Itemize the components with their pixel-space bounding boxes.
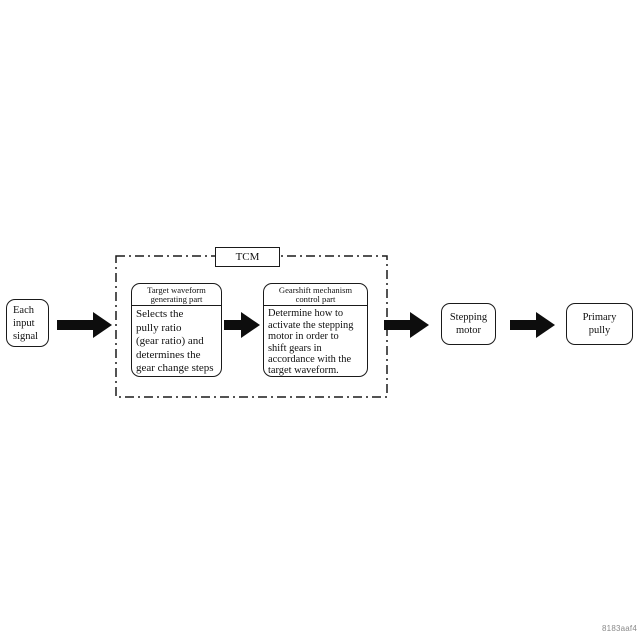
arrow-shaft [224, 320, 242, 330]
stepping-motor-line: motor [455, 325, 482, 336]
target-waveform-body-line: gear change steps [136, 361, 214, 374]
target-waveform-body: Selects the pully ratio (gear ratio) and… [132, 306, 221, 375]
gearshift-header-line1: Gearshift mechanism [278, 284, 353, 295]
flow-arrow-icon [224, 312, 260, 338]
flow-arrow-icon [510, 312, 555, 338]
stepping-motor-line: Stepping [449, 312, 488, 323]
each-input-signal-line: signal [13, 330, 39, 342]
primary-pully-box: Primary pully [566, 303, 633, 345]
primary-pully-line: pully [588, 325, 611, 336]
gearshift-body-line: motor in order to [268, 331, 339, 343]
gearshift-mechanism-body: Determine how to activate the stepping m… [264, 306, 367, 376]
arrow-shaft [57, 320, 94, 330]
stepping-motor-box: Stepping motor [441, 303, 496, 345]
tcm-label: TCM [235, 251, 260, 263]
gearshift-body-line: activate the stepping [268, 319, 354, 331]
arrow-head [536, 312, 555, 338]
arrow-head [93, 312, 112, 338]
target-waveform-body-line: determines the [136, 348, 201, 361]
gearshift-header-line2: control part [295, 293, 336, 304]
tcm-label-box: TCM [215, 247, 280, 267]
gearshift-body-line: target waveform. [268, 365, 339, 377]
arrow-shaft [384, 320, 411, 330]
arrow-head [410, 312, 429, 338]
gearshift-mechanism-header: Gearshift mechanism control part [264, 284, 367, 307]
target-waveform-body-line: (gear ratio) and [136, 335, 204, 348]
arrow-head [241, 312, 260, 338]
target-waveform-body-line: Selects the [136, 308, 184, 321]
arrow-shaft [510, 320, 537, 330]
flow-arrow-icon [57, 312, 112, 338]
gearshift-body-line: accordance with the [268, 353, 352, 365]
gearshift-mechanism-box: Gearshift mechanism control part Determi… [263, 283, 368, 377]
target-waveform-header-line1: Target waveform [147, 284, 206, 295]
primary-pully-line: Primary [582, 312, 617, 323]
target-waveform-box: Target waveform generating part Selects … [131, 283, 222, 377]
target-waveform-header: Target waveform generating part [132, 284, 221, 307]
gearshift-body-line: Determine how to [268, 308, 344, 320]
flow-arrow-icon [384, 312, 429, 338]
figure-code: 8183aaf4 [602, 624, 637, 633]
each-input-signal-line: Each [13, 305, 34, 316]
target-waveform-body-line: pully ratio [136, 321, 182, 334]
target-waveform-header-line2: generating part [150, 293, 203, 304]
each-input-signal-line: input [13, 317, 35, 329]
each-input-signal-box: Each input signal [6, 299, 49, 347]
gearshift-body-line: shift gears in [268, 342, 322, 354]
